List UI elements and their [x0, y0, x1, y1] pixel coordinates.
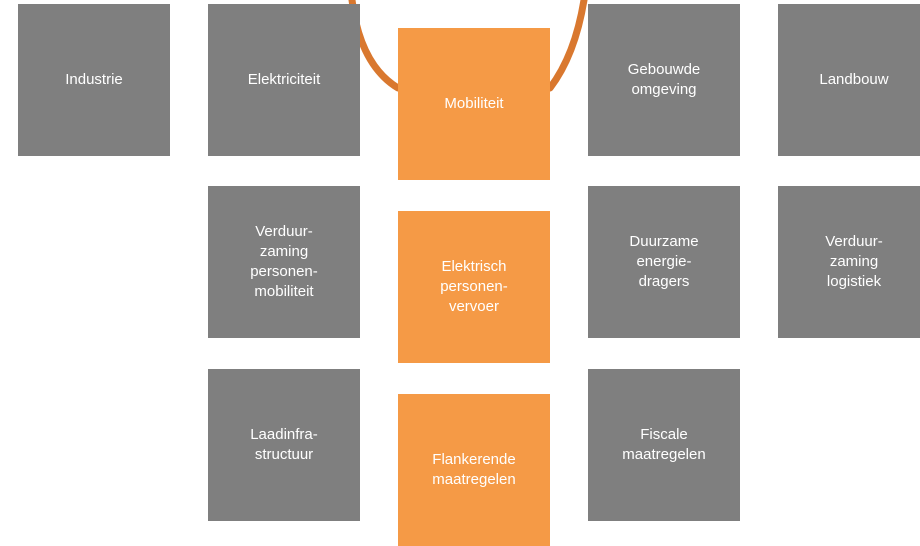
tile-fiscale-maatregelen[interactable]: Fiscale maatregelen	[588, 369, 740, 521]
tile-flankerende-maatregelen[interactable]: Flankerende maatregelen	[398, 394, 550, 546]
tile-gebouwde-omgeving[interactable]: Gebouwde omgeving	[588, 4, 740, 156]
tile-mobiliteit[interactable]: Mobiliteit	[398, 28, 550, 180]
tile-verduurzaming-personenmobiliteit[interactable]: Verduur- zaming personen- mobiliteit	[208, 186, 360, 338]
tile-verduurzaming-logistiek[interactable]: Verduur- zaming logistiek	[778, 186, 920, 338]
tile-landbouw[interactable]: Landbouw	[778, 4, 920, 156]
tile-industrie[interactable]: Industrie	[18, 4, 170, 156]
tile-elektrisch-personenvervoer[interactable]: Elektrisch personen- vervoer	[398, 211, 550, 363]
tile-duurzame-energiedragers[interactable]: Duurzame energie- dragers	[588, 186, 740, 338]
tile-elektriciteit[interactable]: Elektriciteit	[208, 4, 360, 156]
tile-laadinfrastructuur[interactable]: Laadinfra- structuur	[208, 369, 360, 521]
arc-stroke	[546, 0, 588, 92]
